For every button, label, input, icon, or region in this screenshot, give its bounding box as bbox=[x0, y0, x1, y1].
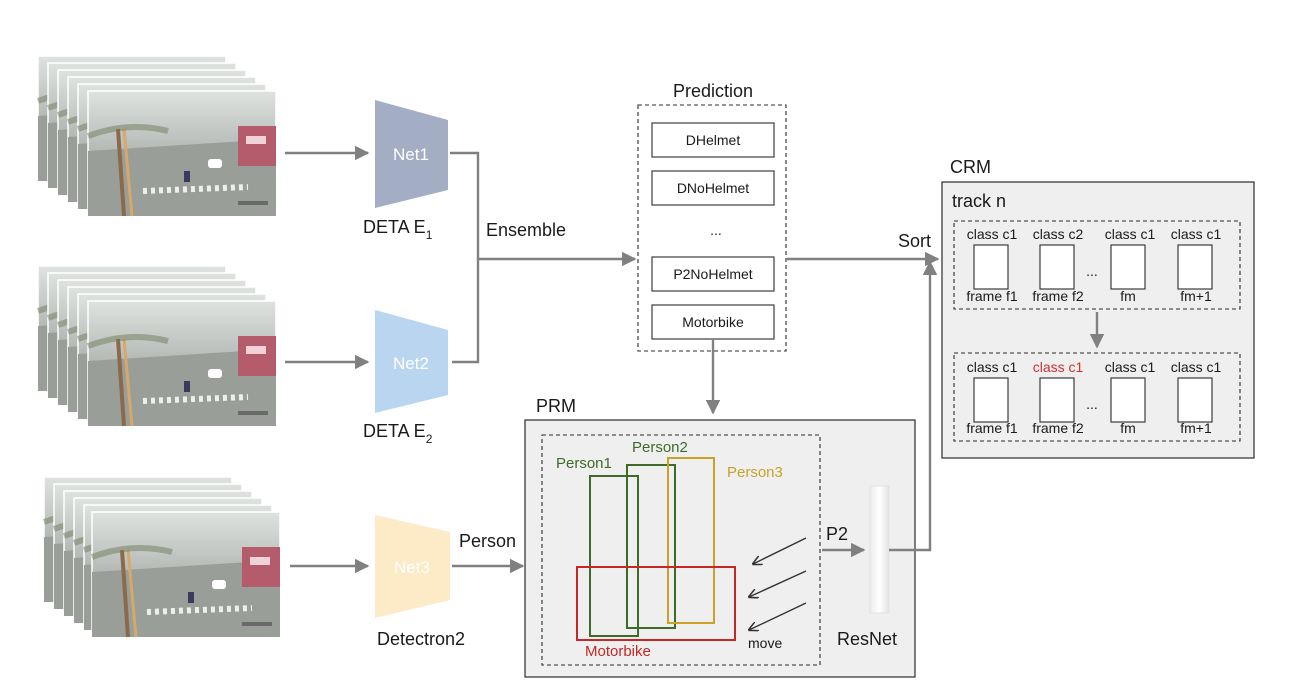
row1-frame-label-0: frame f1 bbox=[966, 288, 1018, 304]
prediction-ellipsis: ... bbox=[710, 222, 722, 238]
track-label: track n bbox=[952, 191, 1006, 211]
net1-trapezoid bbox=[375, 100, 448, 208]
connector-net1-ensemble bbox=[450, 151, 480, 364]
crm-row1: class c1 class c2 class c1 class c1 ... … bbox=[966, 226, 1221, 304]
prediction-dashed-box bbox=[637, 104, 787, 352]
net3-label: Net3 bbox=[394, 558, 430, 577]
prediction-item-0: DHelmet bbox=[651, 122, 775, 158]
row2-frame-label-3: fm+1 bbox=[1180, 420, 1212, 436]
input-frames-1 bbox=[38, 56, 276, 216]
row2-class-1: class c1 bbox=[1033, 359, 1084, 375]
person2-box bbox=[626, 464, 676, 629]
row2-frame-1 bbox=[1039, 377, 1075, 423]
move-label: move bbox=[748, 635, 782, 651]
svg-text:DNoHelmet: DNoHelmet bbox=[677, 180, 749, 196]
row1-frame-1 bbox=[1039, 244, 1075, 290]
row1-class-3: class c1 bbox=[1171, 226, 1222, 242]
svg-text:P2NoHelmet: P2NoHelmet bbox=[673, 266, 752, 282]
prm-dashed-box bbox=[541, 434, 821, 666]
row1-frame-2 bbox=[1110, 244, 1146, 290]
row1-frame-0 bbox=[973, 244, 1009, 290]
prm-title: PRM bbox=[536, 396, 576, 416]
net3-block: Net3 bbox=[375, 515, 450, 618]
move-arrow-3 bbox=[749, 602, 807, 630]
person3-box bbox=[667, 457, 715, 624]
row2-ellipsis: ... bbox=[1086, 396, 1098, 412]
svg-text:Motorbike: Motorbike bbox=[682, 314, 744, 330]
row1-frame-3 bbox=[1177, 244, 1213, 290]
sort-label: Sort bbox=[898, 231, 931, 251]
deta-e1-caption: DETA E1 bbox=[363, 217, 433, 242]
person1-box bbox=[589, 475, 639, 637]
row2-frame-3 bbox=[1177, 377, 1213, 423]
row2-frame-label-2: fm bbox=[1120, 420, 1136, 436]
net1-label: Net1 bbox=[393, 145, 429, 164]
person3-label: Person3 bbox=[727, 464, 783, 481]
prediction-item-3: P2NoHelmet bbox=[651, 256, 775, 292]
row2-class-2: class c1 bbox=[1105, 359, 1156, 375]
ensemble-label: Ensemble bbox=[486, 220, 566, 240]
move-arrow-1 bbox=[753, 537, 807, 564]
svg-text:DHelmet: DHelmet bbox=[686, 132, 741, 148]
motorbike-box bbox=[576, 566, 736, 641]
crm-title: CRM bbox=[950, 157, 991, 177]
net2-trapezoid bbox=[375, 310, 448, 413]
crm-row1-dashed bbox=[953, 220, 1241, 310]
prediction-title: Prediction bbox=[673, 81, 753, 101]
row2-frame-label-1: frame f2 bbox=[1032, 420, 1084, 436]
row2-frame-label-0: frame f1 bbox=[966, 420, 1018, 436]
row1-frame-label-3: fm+1 bbox=[1180, 288, 1212, 304]
input-frames-3 bbox=[44, 477, 280, 637]
detectron2-caption: Detectron2 bbox=[377, 629, 465, 649]
row2-frame-2 bbox=[1110, 377, 1146, 423]
prediction-item-4: Motorbike bbox=[651, 304, 775, 340]
row1-ellipsis: ... bbox=[1086, 263, 1098, 279]
person-edge-label: Person bbox=[459, 531, 516, 551]
row2-class-0: class c1 bbox=[967, 359, 1018, 375]
crm-row2: class c1 class c1 class c1 class c1 ... … bbox=[966, 359, 1221, 436]
net3-trapezoid bbox=[375, 515, 450, 618]
move-arrow-2 bbox=[749, 570, 807, 597]
net1-block: Net1 bbox=[375, 100, 448, 208]
resnet-bar bbox=[869, 485, 890, 614]
prediction-item-1: DNoHelmet bbox=[651, 170, 775, 206]
row1-class-0: class c1 bbox=[967, 226, 1018, 242]
person1-label: Person1 bbox=[556, 455, 612, 472]
row1-class-2: class c1 bbox=[1105, 226, 1156, 242]
person2-label: Person2 bbox=[632, 439, 688, 456]
input-frames-2 bbox=[38, 266, 276, 426]
row1-frame-label-1: frame f2 bbox=[1032, 288, 1084, 304]
motorbike-label: Motorbike bbox=[585, 643, 651, 660]
crm-row2-dashed bbox=[953, 352, 1241, 442]
row2-frame-0 bbox=[973, 377, 1009, 423]
net2-label: Net2 bbox=[393, 354, 429, 373]
p2-label: P2 bbox=[826, 524, 848, 544]
resnet-label: ResNet bbox=[837, 629, 897, 649]
deta-e2-caption: DETA E2 bbox=[363, 421, 433, 446]
net2-block: Net2 bbox=[375, 310, 448, 413]
arrow-resnet-crm bbox=[889, 260, 938, 552]
row1-frame-label-2: fm bbox=[1120, 288, 1136, 304]
row1-class-1: class c2 bbox=[1033, 226, 1084, 242]
row2-class-3: class c1 bbox=[1171, 359, 1222, 375]
